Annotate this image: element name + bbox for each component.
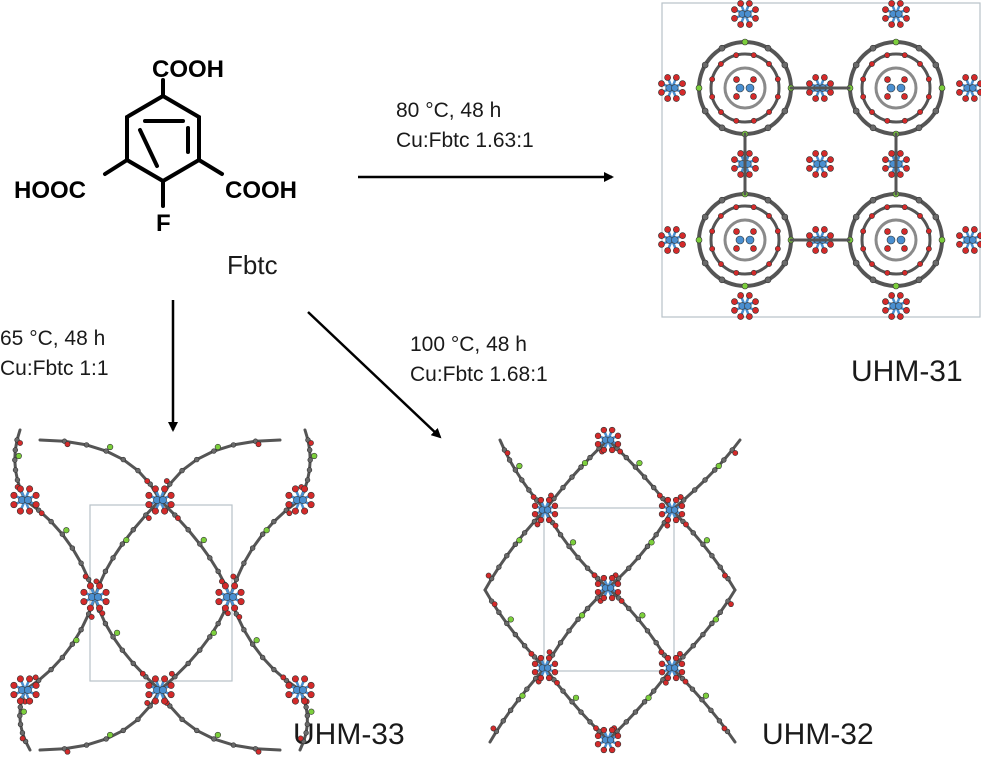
product-name-uhm32: UHM-32 xyxy=(762,718,874,751)
product-name-uhm31: UHM-31 xyxy=(851,355,963,388)
condition-temp-uhm31: 80 °C, 48 h xyxy=(396,99,502,122)
uhm33-structure xyxy=(10,428,318,755)
group-fluorine: F xyxy=(156,210,171,237)
uhm31-structure xyxy=(658,0,981,320)
benzene-ring xyxy=(125,93,201,184)
bond-left xyxy=(103,158,129,176)
molecule-name: Fbtc xyxy=(227,250,278,280)
product-name-uhm33: UHM-33 xyxy=(293,718,405,751)
condition-ratio-uhm32: Cu:Fbtc 1.68:1 xyxy=(410,363,548,386)
group-right-cooh: COOH xyxy=(225,177,297,204)
condition-temp-uhm32: 100 °C, 48 h xyxy=(410,333,527,356)
uhm32-structure xyxy=(483,426,742,754)
condition-ratio-uhm31: Cu:Fbtc 1.63:1 xyxy=(396,129,534,152)
bond-right xyxy=(197,158,224,176)
group-top-cooh: COOH xyxy=(152,56,224,83)
condition-ratio-uhm33: Cu:Fbtc 1:1 xyxy=(0,357,109,380)
inner-bond xyxy=(138,128,159,168)
group-left-hooc: HOOC xyxy=(14,177,86,204)
condition-temp-uhm33: 65 °C, 48 h xyxy=(0,327,106,350)
